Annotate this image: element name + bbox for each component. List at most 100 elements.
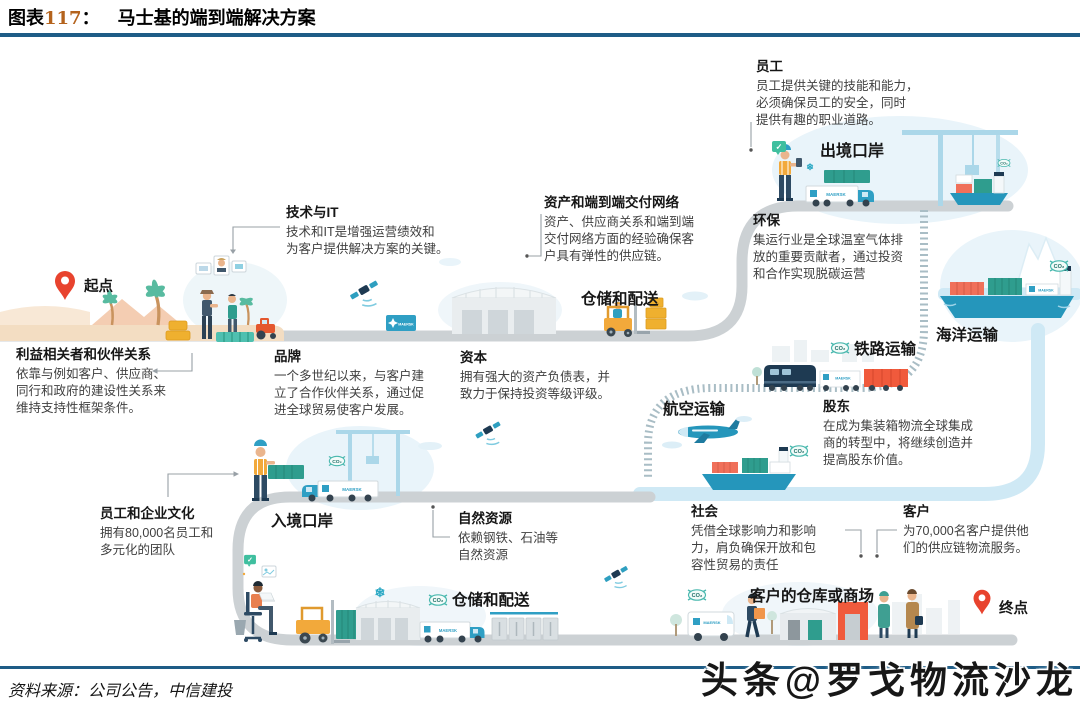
photo-cards [195,255,247,276]
node-title: 员工和企业文化 [100,506,195,521]
entry-port-scene: MAERSK [252,430,410,502]
svg-text:MAERSK: MAERSK [342,487,362,492]
co2-icon [1049,260,1069,272]
exit-port-truck: MAERSK [805,185,874,207]
node-stakeholders: 利益相关者和伙伴关系 依靠与例如客户、供应商、 同行和政府的建设性关系来 维持支… [16,346,166,417]
start-pin-icon [55,271,75,300]
node-customers: 客户 为70,000名客户提供他 们的供应链物流服务。 [903,503,1029,557]
node-body: 资产、供应商关系和端到端 交付网络方面的经验确保客 户具有弹性的供应链。 [544,215,695,264]
partner-figure [228,294,237,339]
waypoint-air: 航空运输 [663,401,726,418]
svg-text:MAERSK: MAERSK [835,377,851,381]
node-capital: 资本 拥有强大的资产负债表，并 致力于保持投资等级评级。 [460,349,610,403]
pedestrian-figure [878,591,890,638]
node-body: 集运行业是全球温室气体排 放的重要贡献者，通过投资 和合作实现脱碳运营 [753,233,904,282]
node-body: 在成为集装箱物流全球集成 商的转型中，将继续创造并 提高股东价值。 [823,419,974,468]
node-resources: 自然资源 依赖钢铁、石油等 自然资源 [458,510,558,564]
node-title: 环保 [753,213,780,228]
node-title: 利益相关者和伙伴关系 [16,347,151,362]
start-label: 起点 [84,279,113,295]
end-people-scene [878,589,960,638]
page-title: 马士基的端到端解决方案 [117,8,316,28]
figure-prefix: 图表 [8,8,44,28]
node-body: 技术和IT是增强运营绩效和 为客户提供解决方案的关键。 [286,225,449,257]
maersk-sign [386,315,416,331]
node-body: 一个多世纪以来，与客户建 立了合作伙伴关系，通过促 进全球贸易使客户发展。 [274,369,425,418]
waypoint-ocean: 海洋运输 [936,327,999,344]
node-title: 资产和端到端交付网络 [544,195,679,210]
waypoint-customer-warehouse: 客户的仓库或商场 [750,588,875,605]
snowflake-icon: ❄ [806,162,814,172]
courier-figure [745,593,765,638]
co2-icon [997,158,1011,168]
node-shareholders: 股东 在成为集装箱物流全球集成 商的转型中，将继续创造并 提高股东价值。 [823,398,973,469]
node-title: 技术与IT [286,205,339,220]
ocean-ship-scene: MAERSK [938,235,1080,318]
node-body: 拥有强大的资产负债表，并 致力于保持投资等级评级。 [460,370,611,402]
delivery-van-icon: MAERSK [687,611,735,641]
entry-port-truck: MAERSK [302,480,379,502]
watermark: 头条@罗戈物流沙龙 [700,660,1078,701]
node-environment: 环保 集运行业是全球温室气体排 放的重要贡献者，通过投资 和合作实现脱碳运营 [753,212,903,283]
snowflake-icon: ❄ [375,585,386,600]
top-warehouse-scene [451,287,557,334]
node-society: 社会 凭借全球影响力和影响 力，肩负确保开放和包 容性贸易的责任 [691,503,816,574]
figure-header: 图表117： 马士基的端到端解决方案 [8,4,316,30]
waypoint-exit-port: 出境口岸 [820,143,885,160]
annotation-connectors [157,122,897,553]
svg-text:MAERSK: MAERSK [439,628,457,633]
end-pin-icon [973,589,991,615]
node-brand: 品牌 一个多世纪以来，与客户建 立了合作伙伴关系，通过促 进全球贸易使客户发展。 [274,348,424,419]
node-title: 员工 [756,59,783,74]
node-title: 客户 [903,504,930,519]
farm-scene [0,255,284,342]
svg-text:MAERSK: MAERSK [1038,289,1054,293]
grain-cargo [165,320,191,341]
source-note: 资料来源：公司公告，中信建投 [8,683,233,700]
rail-train-scene: MAERSK [752,340,908,391]
co2-icon [789,445,809,457]
footer-divider [0,666,1080,669]
palm-tree-icon [102,279,253,326]
node-title: 股东 [823,399,850,414]
bottom-forklift [296,600,360,644]
top-forklift [604,297,667,337]
node-title: 资本 [460,350,487,365]
title-divider [0,33,1080,37]
port-crane-icon [902,130,1018,206]
node-assets: 资产和端到端交付网络 资产、供应商关系和端到端 交付网络方面的经验确保客 户具有… [544,194,694,265]
node-body: 凭借全球影响力和影响 力，肩负确保开放和包 容性贸易的责任 [691,524,817,573]
bottom-truck: MAERSK [419,621,485,643]
node-title: 自然资源 [458,511,512,526]
node-body: 员工提供关键的技能和能力， 必须确保员工的安全，同时 提供有趣的职业道路。 [756,79,919,128]
route-water [633,323,1045,501]
node-title: 社会 [691,504,718,519]
exit-port-ship [950,172,1008,205]
node-culture: 员工和企业文化 拥有80,000名员工和 多元化的团队 [100,505,213,559]
connector-ends [152,148,879,558]
container-row [491,617,559,641]
node-body: 拥有80,000名员工和 多元化的团队 [100,526,214,558]
node-tech: 技术与IT 技术和IT是增强运营绩效和 为客户提供解决方案的关键。 [286,204,449,258]
chat-check-icon [244,554,256,567]
office-worker-scene [234,565,277,642]
satellite-icon [602,564,636,595]
svg-text:MAERSK: MAERSK [826,192,846,197]
figure-colon: ： [81,8,100,28]
waypoint-rail: 铁路运输 [854,341,917,358]
figure-number: 117 [44,8,82,29]
farmer-figure [200,290,218,339]
end-label: 终点 [999,601,1028,617]
co2-icon [428,594,448,606]
co2-icon [830,342,850,354]
bottom-warehouse-scene: MAERSK [355,600,559,643]
node-body: 依靠与例如客户、供应商、 同行和政府的建设性关系来 维持支持性框架条件。 [16,367,167,416]
waypoint-entry-port: 入境口岸 [271,513,334,530]
node-employees: 员工 员工提供关键的技能和能力， 必须确保员工的安全，同时 提供有趣的职业道路。 [756,58,919,129]
airplane-icon [662,416,752,449]
feeder-ship-icon [702,447,796,490]
tractor-icon [256,318,276,340]
node-title: 品牌 [274,349,301,364]
